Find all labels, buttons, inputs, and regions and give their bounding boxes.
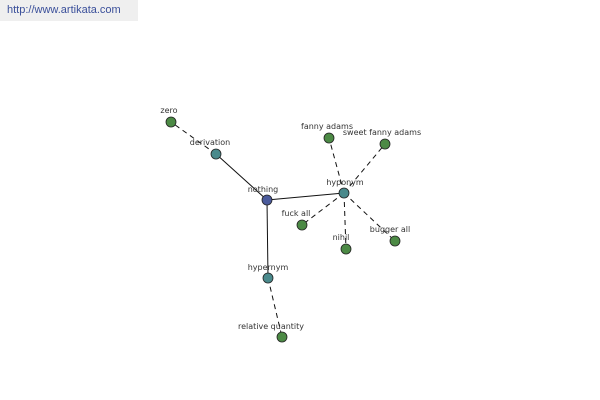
edge-nothing-hyponym bbox=[266, 192, 345, 201]
node-label-bugger-all: bugger all bbox=[370, 225, 410, 234]
node-hyponym[interactable] bbox=[338, 187, 350, 199]
node-label-hypernym: hypernym bbox=[248, 263, 289, 272]
edge-hyponym-bugger-all bbox=[343, 192, 396, 242]
edge-hyponym-nihil bbox=[343, 192, 347, 250]
edge-hypernym-relative-quantity bbox=[267, 277, 283, 338]
node-label-fuck-all: fuck all bbox=[282, 209, 311, 218]
edge-nothing-hypernym bbox=[266, 199, 269, 279]
node-label-zero: zero bbox=[160, 106, 177, 115]
node-hypernym[interactable] bbox=[262, 272, 274, 284]
node-zero[interactable] bbox=[165, 116, 177, 128]
node-label-hyponym: hyponym bbox=[326, 178, 364, 187]
node-label-nothing: nothing bbox=[248, 185, 279, 194]
node-relative-quantity[interactable] bbox=[276, 331, 288, 343]
edge-nothing-derivation bbox=[215, 153, 268, 201]
node-nothing[interactable] bbox=[261, 194, 273, 206]
graph-nodes bbox=[165, 116, 401, 343]
node-label-fanny-adams: fanny adams bbox=[301, 122, 353, 131]
node-derivation[interactable] bbox=[210, 148, 222, 160]
graph-labels: nothing derivation hyponym hypernym zero fann… bbox=[160, 106, 421, 331]
graph-edges bbox=[170, 121, 396, 338]
node-fanny-adams[interactable] bbox=[323, 132, 335, 144]
node-sweet-fanny-adams[interactable] bbox=[379, 138, 391, 150]
edge-hyponym-fanny-adams bbox=[328, 137, 345, 194]
edge-hyponym-sweet-fanny-adams bbox=[343, 143, 386, 194]
node-label-derivation: derivation bbox=[190, 138, 230, 147]
node-label-nihil: nihil bbox=[333, 233, 350, 242]
edge-derivation-zero bbox=[170, 121, 217, 155]
node-nihil[interactable] bbox=[340, 243, 352, 255]
node-fuck-all[interactable] bbox=[296, 219, 308, 231]
node-bugger-all[interactable] bbox=[389, 235, 401, 247]
node-label-sweet-fanny-adams: sweet fanny adams bbox=[343, 128, 421, 137]
node-label-relative-quantity: relative quantity bbox=[238, 322, 304, 331]
site-url-link[interactable]: http://www.artikata.com bbox=[0, 0, 138, 21]
